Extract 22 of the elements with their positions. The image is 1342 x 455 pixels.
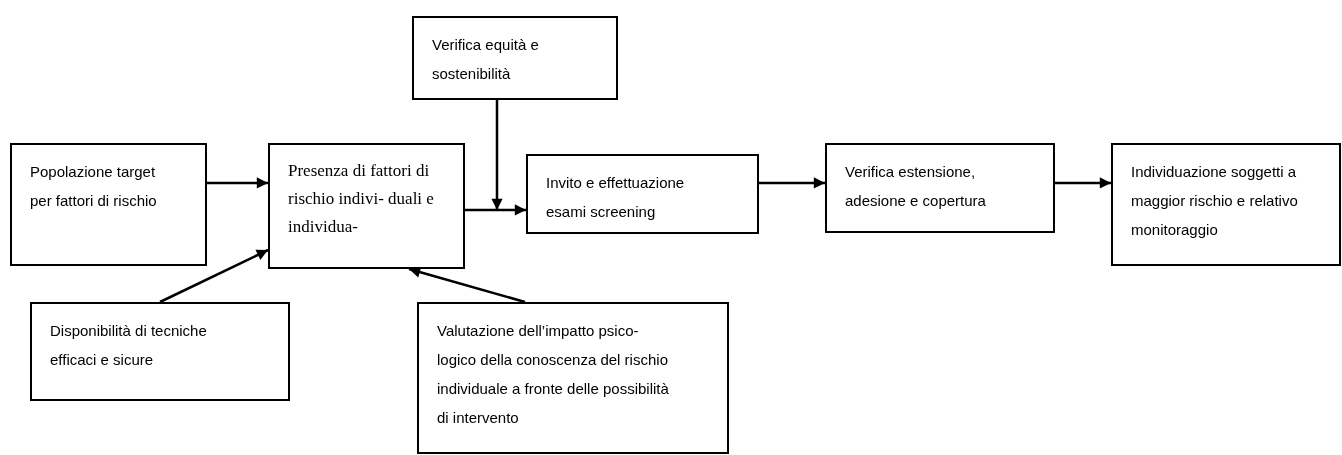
process-box xyxy=(412,16,618,100)
arrow xyxy=(759,177,825,189)
process-box xyxy=(30,302,290,401)
arrow xyxy=(1055,177,1111,189)
process-box xyxy=(10,143,207,266)
arrow xyxy=(465,204,526,216)
box-text: Valutazione dell’impatto psico- logico della conoscenza del rischio individuale a fronte delle possibilità di intervento xyxy=(437,321,670,428)
box-text: Individuazione soggetti a maggior rischio e relativo monitoraggio xyxy=(1131,162,1299,240)
arrow xyxy=(491,100,503,210)
process-box xyxy=(825,143,1055,233)
arrow xyxy=(207,177,268,189)
process-box xyxy=(1111,143,1341,266)
box-text: Presenza di fattori di rischio indivi- duali e individua- xyxy=(288,160,435,238)
process-box xyxy=(417,302,729,454)
box-text: Verifica equità e sostenibilità xyxy=(432,35,540,84)
process-box xyxy=(526,154,759,234)
box-text: Verifica estensione, adesione e copertura xyxy=(845,162,987,211)
box-text: Disponibilità di tecniche efficaci e sicure xyxy=(50,321,208,370)
arrow xyxy=(159,248,269,304)
box-text: Popolazione target per fattori di rischio xyxy=(30,162,158,211)
process-box xyxy=(268,143,465,269)
box-text: Invito e effettuazione esami screening xyxy=(546,173,686,222)
